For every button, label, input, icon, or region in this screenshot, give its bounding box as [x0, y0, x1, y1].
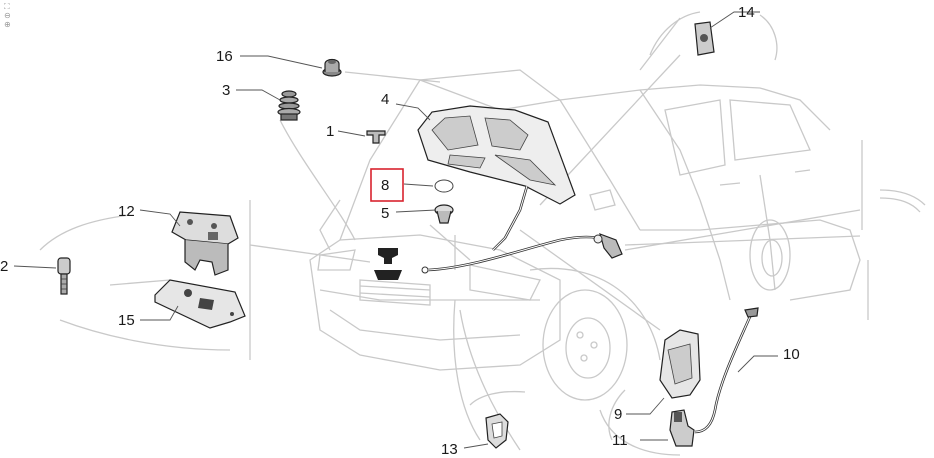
callout-16[interactable]: 16	[216, 48, 233, 65]
leader-lines	[13, 11, 778, 449]
callout-labels: 16 3 4 1 5 12 2 15 14 10 9 11 13 8	[0, 4, 800, 458]
callout-8[interactable]: 8	[381, 177, 389, 194]
viewer-toolbar: ⛶ ⊖ ⊕	[4, 2, 11, 29]
callout-10[interactable]: 10	[783, 346, 800, 363]
callout-13[interactable]: 13	[441, 441, 458, 458]
callout-12[interactable]: 12	[118, 203, 135, 220]
zoom-out-icon[interactable]: ⊖	[4, 11, 11, 20]
callout-15[interactable]: 15	[118, 312, 135, 329]
callout-1[interactable]: 1	[326, 123, 334, 140]
part-12-latch	[171, 211, 239, 276]
callout-9[interactable]: 9	[614, 406, 622, 423]
guide-lines	[109, 54, 861, 331]
part-16-bump-stop	[322, 58, 342, 77]
part-14-clip	[694, 21, 715, 56]
callout-5[interactable]: 5	[381, 205, 389, 222]
part-front-latch	[374, 248, 402, 280]
part-hood-prop-rod	[492, 185, 529, 251]
part-11-bracket	[669, 409, 695, 447]
part-5-plug	[434, 204, 454, 224]
callout-4[interactable]: 4	[381, 91, 389, 108]
part-8-grommet	[434, 179, 454, 193]
callout-2[interactable]: 2	[0, 258, 8, 275]
zoom-in-icon[interactable]: ⊕	[4, 20, 11, 29]
callout-14[interactable]: 14	[738, 4, 755, 21]
part-2-bolt	[57, 257, 71, 295]
part-13-clip	[485, 413, 509, 449]
part-4-hood-insulation	[417, 105, 576, 205]
highlight-box	[370, 168, 404, 202]
part-9-lever	[659, 329, 701, 399]
fullscreen-icon[interactable]: ⛶	[4, 2, 10, 11]
group-separators	[39, 11, 778, 441]
part-15-plate	[154, 279, 246, 329]
part-release-cable	[421, 233, 623, 274]
callout-11[interactable]: 11	[612, 432, 628, 449]
part-3-ribbed-buffer	[277, 90, 301, 121]
part-1-clip	[366, 130, 386, 144]
part-10-cable	[694, 307, 759, 434]
car-outline	[309, 69, 926, 456]
callout-3[interactable]: 3	[222, 82, 230, 99]
